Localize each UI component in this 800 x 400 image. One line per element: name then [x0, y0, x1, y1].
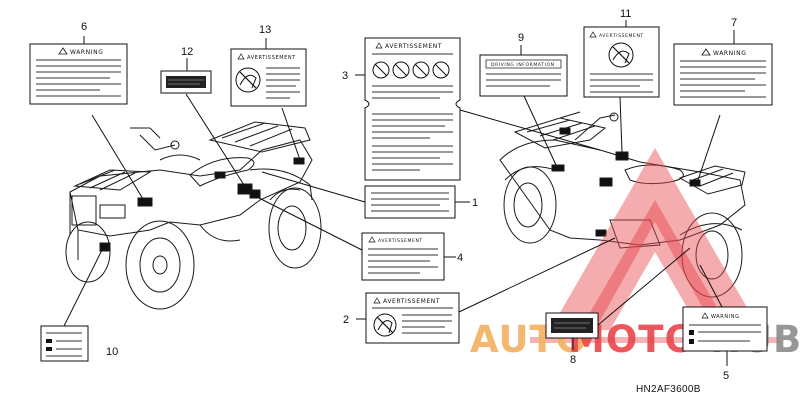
- callout-9: 9: [518, 32, 524, 44]
- callout-numbers: 1 2 3 4 5 6 7 8 9 10 11 12 13: [81, 8, 737, 382]
- label-2-avertissement: AVERTISSEMENT: [365, 292, 460, 344]
- callout-1: 1: [472, 197, 478, 209]
- label-8-plate: [545, 312, 599, 339]
- callout-13: 13: [259, 24, 271, 36]
- label-3-title: AVERTISSEMENT: [385, 43, 442, 50]
- label-1-plate: [364, 185, 456, 219]
- atv-right-drawing: [499, 111, 746, 298]
- label-3-avertissement-tall: AVERTISSEMENT: [364, 37, 461, 181]
- leader-lines: [63, 20, 735, 366]
- callout-11: 11: [620, 8, 631, 20]
- label-4-title: AVERTISSEMENT: [378, 238, 423, 244]
- callout-8: 8: [570, 354, 576, 366]
- label-6-warning: WARNING: [29, 43, 128, 105]
- label-9-title: DRIVING INFORMATION: [491, 62, 555, 68]
- label-4-avertissement: AVERTISSEMENT: [361, 232, 445, 281]
- atv-left-drawing: [65, 121, 322, 310]
- label-6-title: WARNING: [70, 49, 103, 56]
- callout-7: 7: [731, 17, 737, 29]
- label-9-driving-information: DRIVING INFORMATION: [479, 54, 568, 97]
- watermark: AUTO MOTO HUB: [470, 148, 800, 361]
- label-11-title: AVERTISSEMENT: [599, 33, 644, 39]
- callout-5: 5: [723, 370, 729, 382]
- callout-2: 2: [343, 314, 349, 326]
- label-11-avertissement: AVERTISSEMENT: [583, 26, 660, 98]
- label-7-title: WARNING: [713, 50, 746, 57]
- callout-10: 10: [106, 346, 118, 358]
- callout-12: 12: [181, 46, 193, 58]
- label-5-title: WARNING: [711, 314, 740, 320]
- label-13-avertissement: AVERTISSEMENT: [230, 48, 307, 107]
- label-2-title: AVERTISSEMENT: [383, 298, 440, 305]
- callout-3: 3: [342, 70, 348, 82]
- label-12-plate: [160, 70, 212, 94]
- diagram-part-code: HN2AF3600B: [636, 384, 701, 395]
- callout-6: 6: [81, 21, 87, 33]
- label-10-plate: [40, 325, 89, 362]
- label-5-warning: WARNING: [682, 306, 768, 352]
- callout-4: 4: [457, 252, 463, 264]
- label-7-warning: WARNING: [673, 43, 773, 106]
- watermark-triangle-logo: [530, 148, 780, 343]
- label-13-title: AVERTISSEMENT: [247, 55, 296, 61]
